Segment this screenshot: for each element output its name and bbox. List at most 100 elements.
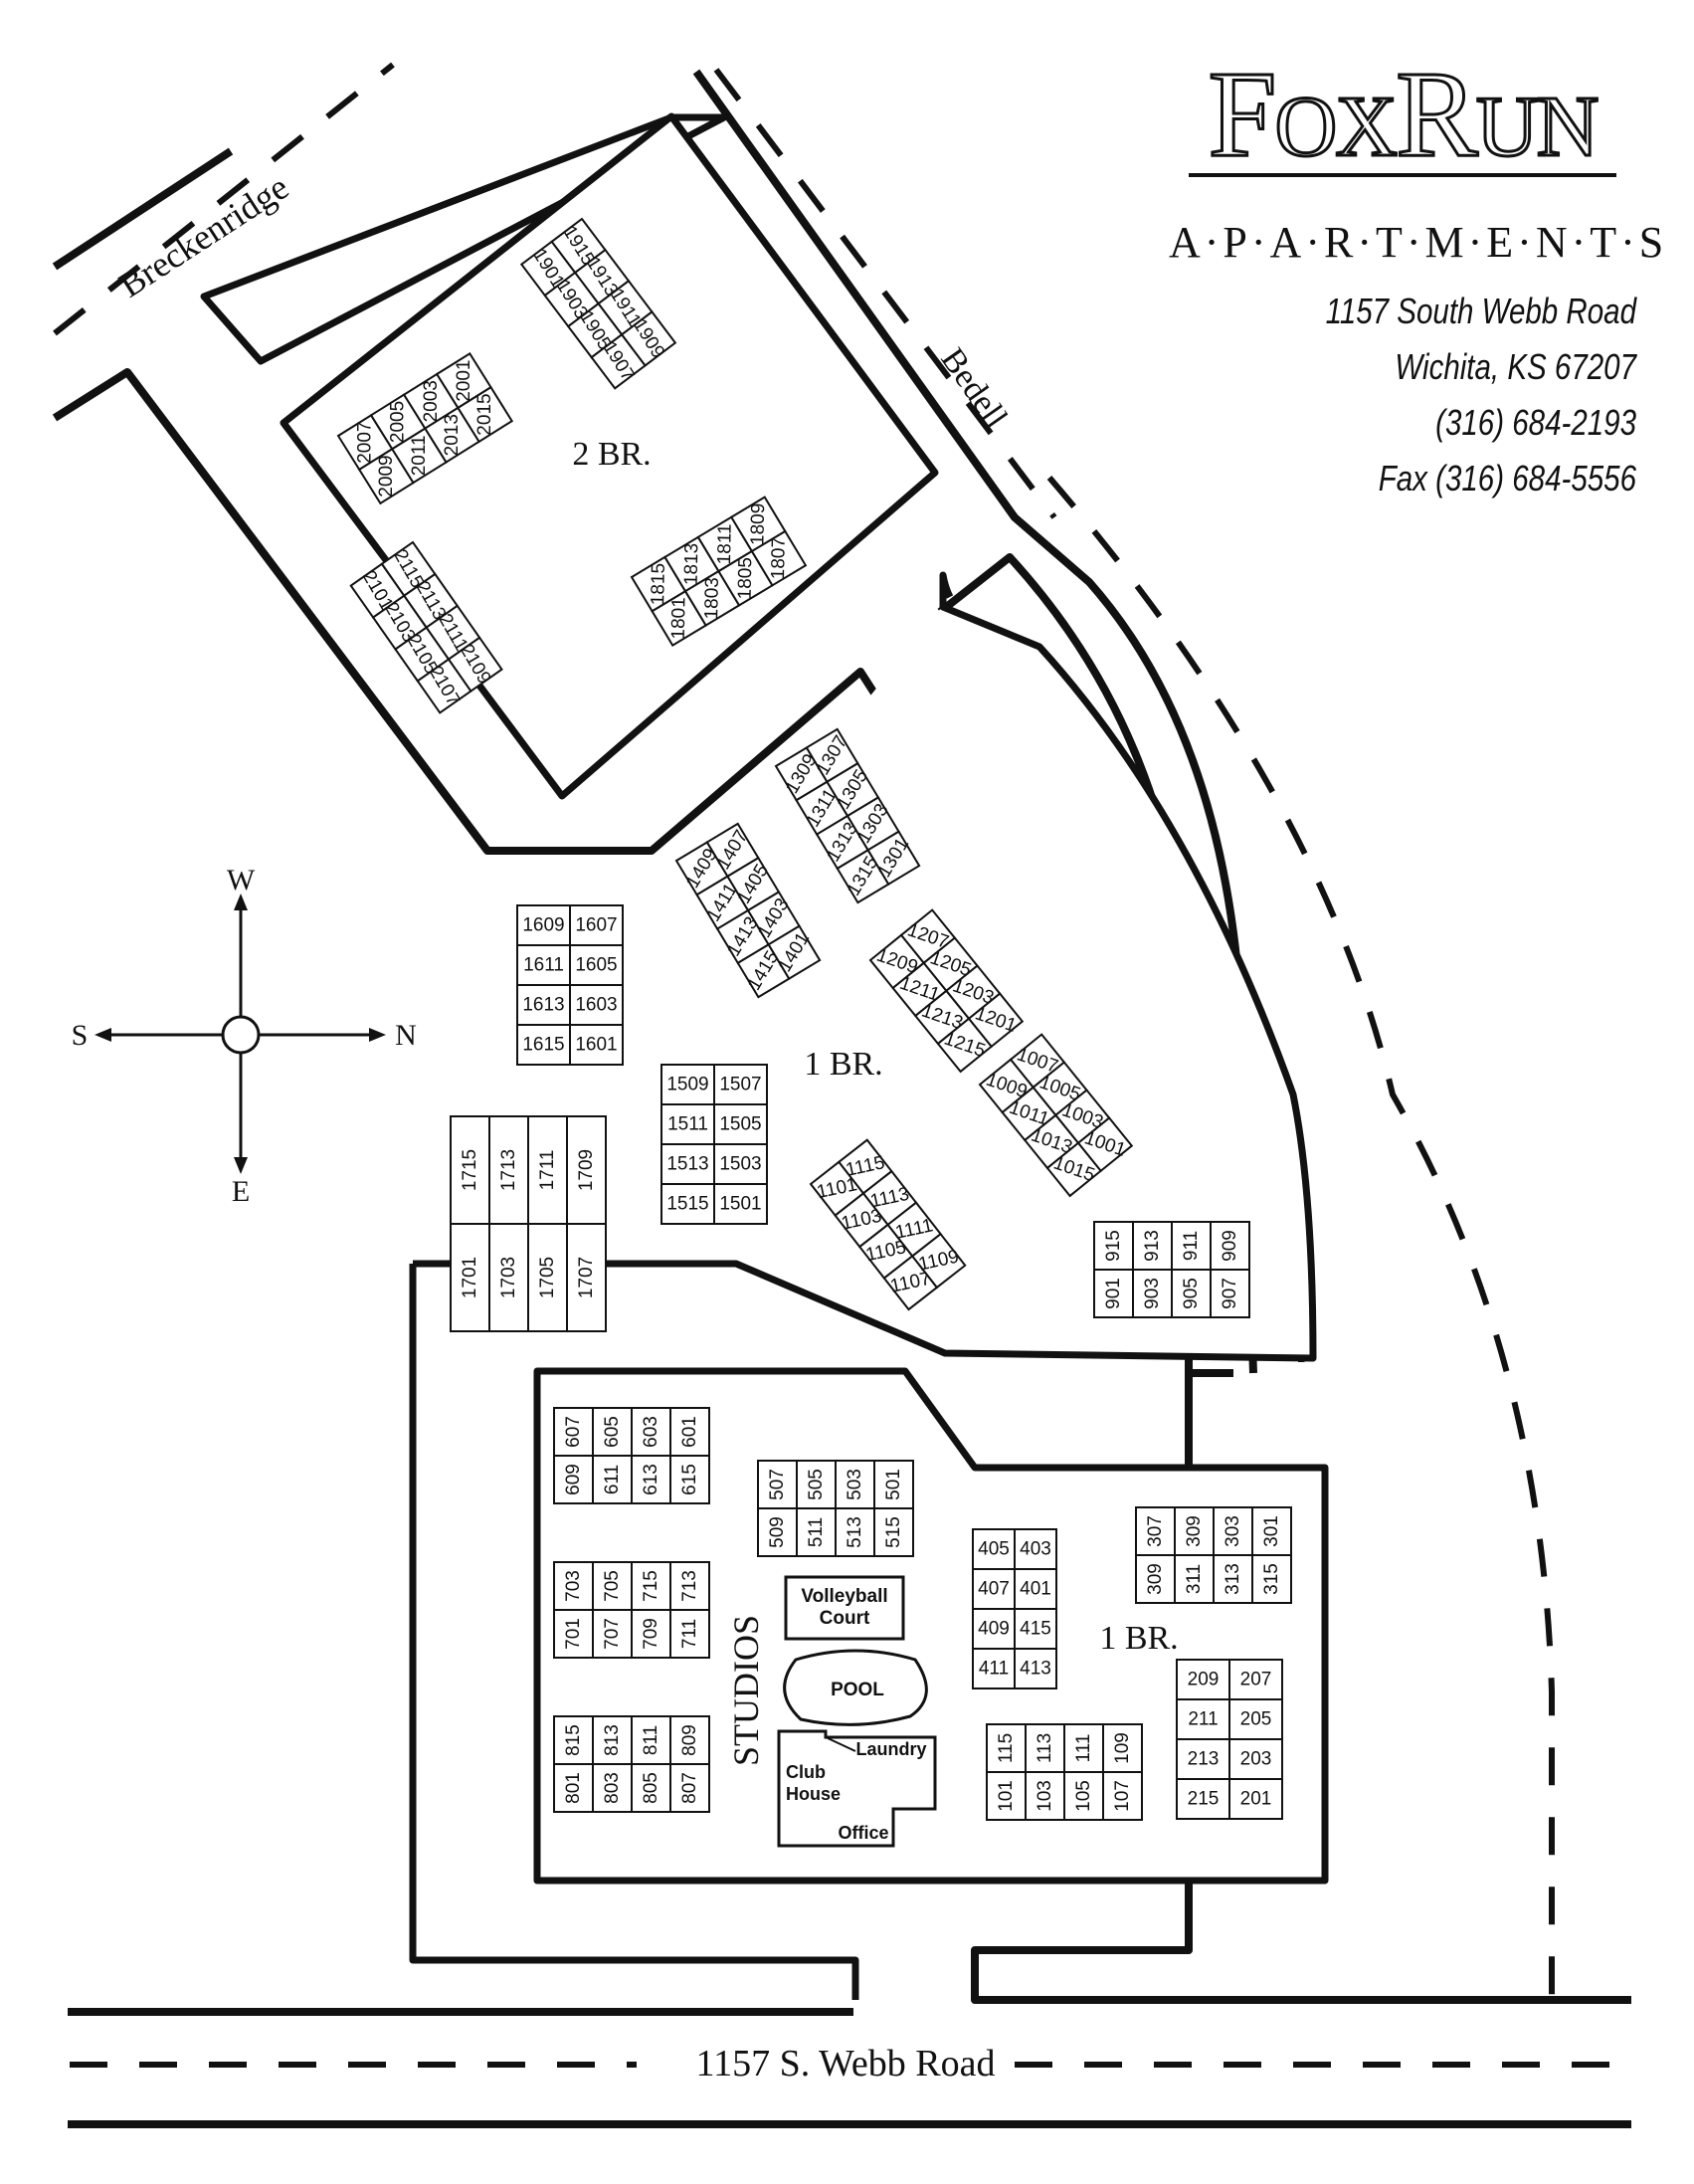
unit-cell [592, 1763, 633, 1813]
unit-cell [516, 1024, 571, 1066]
unit-number: 509 [767, 1516, 788, 1548]
unit-number: 1715 [460, 1149, 480, 1191]
unit-cell [796, 1507, 837, 1557]
area-label-1br-upper: 1 BR. [804, 1046, 882, 1083]
unit-cell [631, 1561, 671, 1611]
unit-number: 803 [602, 1772, 623, 1804]
logo-underline [1189, 173, 1616, 177]
street-label-webb: 1157 S. Webb Road [696, 2043, 996, 2085]
unit-cell [450, 1115, 490, 1225]
unit-cell [750, 529, 808, 587]
unit-cell [1176, 1659, 1230, 1700]
unit-number: 1509 [666, 1075, 708, 1095]
unit-cell [1093, 1221, 1134, 1271]
unit-cell [713, 1183, 768, 1225]
unit-cell [1228, 1778, 1283, 1820]
unit-number: 2011 [409, 435, 430, 476]
unit-cell [1014, 1648, 1057, 1689]
unit-cell [566, 1115, 607, 1225]
unit-number: 309 [1145, 1563, 1166, 1595]
unit-number: 907 [1220, 1278, 1240, 1309]
volleyball-court [784, 1575, 905, 1641]
unit-number: 1605 [575, 955, 617, 976]
unit-number: 401 [1020, 1579, 1051, 1600]
unit-number: 215 [1188, 1789, 1220, 1810]
unit-number: 713 [679, 1570, 700, 1602]
area-label-1br-lower: 1 BR. [1099, 1620, 1178, 1657]
unit-number: 1603 [575, 995, 617, 1016]
unit-number: 1801 [668, 597, 690, 640]
unit-cell [553, 1455, 594, 1504]
unit-number: 809 [679, 1724, 700, 1756]
unit-cell [631, 1763, 671, 1813]
unit-cell [416, 658, 472, 714]
unit-number: 307 [1145, 1515, 1166, 1547]
unit-cell [910, 1232, 967, 1290]
unit-cell [1093, 1269, 1134, 1318]
compass-center-icon [221, 1015, 261, 1055]
unit-cell [986, 1723, 1027, 1773]
unit-number: 311 [1184, 1564, 1205, 1594]
address-city: Wichita, KS 67207 [1395, 346, 1636, 387]
unit-number: 701 [563, 1618, 584, 1650]
unit-number: 1501 [719, 1194, 761, 1215]
area-label-2br: 2 BR. [572, 436, 651, 473]
unit-number: 1505 [719, 1114, 761, 1135]
unit-number: 913 [1142, 1230, 1163, 1262]
unit-number: 103 [1035, 1780, 1055, 1812]
unit-number: 1811 [714, 523, 736, 564]
unit-number: 1713 [498, 1149, 519, 1191]
arrow-right-icon [369, 1028, 386, 1042]
arrow-up-icon [234, 893, 248, 910]
unit-number: 915 [1103, 1230, 1124, 1262]
header: FoxRun A·P·A·R·T·M·E·N·T·S 1157 South We… [1119, 51, 1663, 506]
unit-number: 1707 [576, 1257, 597, 1298]
unit-number: 513 [845, 1516, 865, 1548]
unit-cell [590, 332, 647, 390]
unit-number: 207 [1240, 1670, 1272, 1690]
unit-number: 1601 [575, 1035, 617, 1056]
unit-cell [986, 1771, 1027, 1821]
unit-cell [835, 1507, 875, 1557]
unit-number: 1613 [522, 995, 564, 1016]
unit-cell [660, 1183, 715, 1225]
unit-number: 1511 [667, 1114, 708, 1135]
unit-number: 603 [641, 1416, 661, 1448]
unit-number: 407 [978, 1579, 1010, 1600]
unit-cell [660, 1064, 715, 1105]
unit-number: 403 [1020, 1539, 1051, 1560]
unit-cell [566, 1223, 607, 1332]
unit-cell [1135, 1554, 1176, 1604]
unit-number: 1701 [460, 1257, 480, 1298]
unit-number: 2005 [388, 401, 409, 443]
clubhouse-label-line1: Club [786, 1762, 826, 1782]
unit-cell [1102, 1723, 1143, 1773]
unit-number: 1503 [719, 1154, 761, 1175]
unit-number: 709 [641, 1618, 661, 1650]
laundry-label: Laundry [855, 1739, 926, 1759]
unit-number: 303 [1223, 1515, 1243, 1547]
office-label: Office [838, 1823, 888, 1843]
unit-cell [569, 1024, 624, 1066]
unit-cell [1228, 1659, 1283, 1700]
unit-number: 715 [641, 1570, 661, 1602]
unit-cell [866, 830, 921, 886]
unit-number: 901 [1103, 1278, 1124, 1309]
unit-cell [669, 1561, 710, 1611]
unit-number: 605 [602, 1416, 623, 1448]
unit-cell [1213, 1506, 1253, 1556]
unit-number: 107 [1112, 1780, 1133, 1812]
unit-cell [592, 1455, 633, 1504]
unit-cell [569, 944, 624, 986]
